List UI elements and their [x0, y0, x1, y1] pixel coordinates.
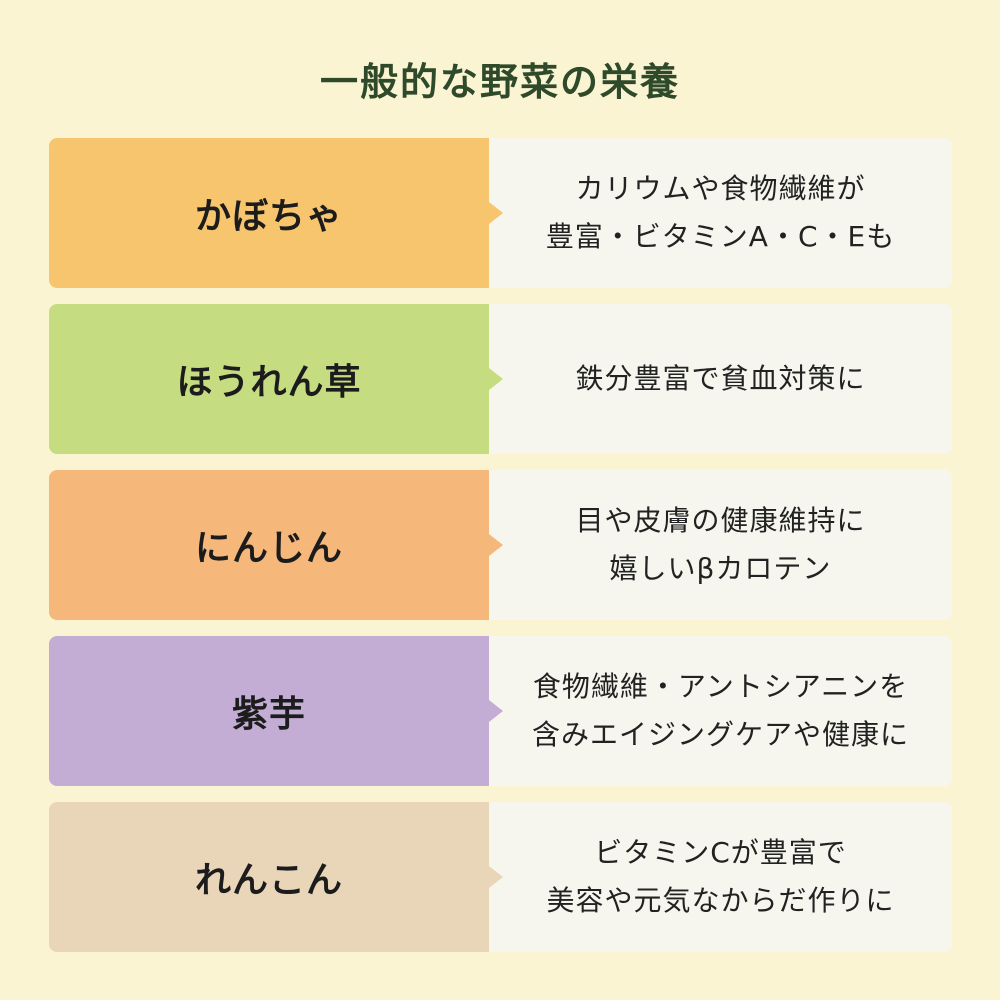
description-line: 目や皮膚の健康維持に	[575, 504, 866, 537]
vegetable-name: にんじん	[49, 470, 489, 620]
nutrition-description: カリウムや食物繊維が 豊富・ビタミンA・C・Eも	[489, 138, 952, 288]
nutrition-description: ビタミンCが豊富で 美容や元気なからだ作りに	[489, 802, 952, 952]
description-line: カリウムや食物繊維が	[575, 172, 866, 205]
vegetable-row-lotus-root: れんこん ビタミンCが豊富で 美容や元気なからだ作りに	[49, 802, 952, 952]
description-line: 美容や元気なからだ作りに	[546, 884, 895, 917]
description-line: ビタミンCが豊富で	[594, 836, 847, 869]
nutrition-description: 目や皮膚の健康維持に 嬉しいβカロテン	[489, 470, 952, 620]
description-line: 食物繊維・アントシアニンを	[532, 670, 909, 703]
arrow-right-icon	[489, 534, 503, 556]
description-line: 嬉しいβカロテン	[609, 552, 832, 585]
arrow-right-icon	[489, 202, 503, 224]
vegetable-row-purple-sweet-potato: 紫芋 食物繊維・アントシアニンを 含みエイジングケアや健康に	[49, 636, 952, 786]
description-line: 豊富・ビタミンA・C・Eも	[545, 220, 896, 253]
page-title: 一般的な野菜の栄養	[319, 60, 680, 104]
arrow-right-icon	[489, 368, 503, 390]
vegetable-name: かぼちゃ	[49, 138, 489, 288]
description-line: 含みエイジングケアや健康に	[531, 718, 909, 751]
nutrition-description: 鉄分豊富で貧血対策に	[489, 304, 952, 454]
vegetable-name: 紫芋	[49, 636, 489, 786]
arrow-right-icon	[489, 700, 503, 722]
vegetable-name: れんこん	[49, 802, 489, 952]
description-line: 鉄分豊富で貧血対策に	[575, 362, 866, 395]
arrow-right-icon	[489, 866, 503, 888]
vegetable-row-spinach: ほうれん草 鉄分豊富で貧血対策に	[49, 304, 952, 454]
nutrition-description: 食物繊維・アントシアニンを 含みエイジングケアや健康に	[489, 636, 952, 786]
vegetable-name: ほうれん草	[49, 304, 489, 454]
vegetable-row-kabocha: かぼちゃ カリウムや食物繊維が 豊富・ビタミンA・C・Eも	[49, 138, 952, 288]
vegetable-list: かぼちゃ カリウムや食物繊維が 豊富・ビタミンA・C・Eも ほうれん草 鉄分豊富…	[49, 138, 952, 968]
vegetable-row-carrot: にんじん 目や皮膚の健康維持に 嬉しいβカロテン	[49, 470, 952, 620]
